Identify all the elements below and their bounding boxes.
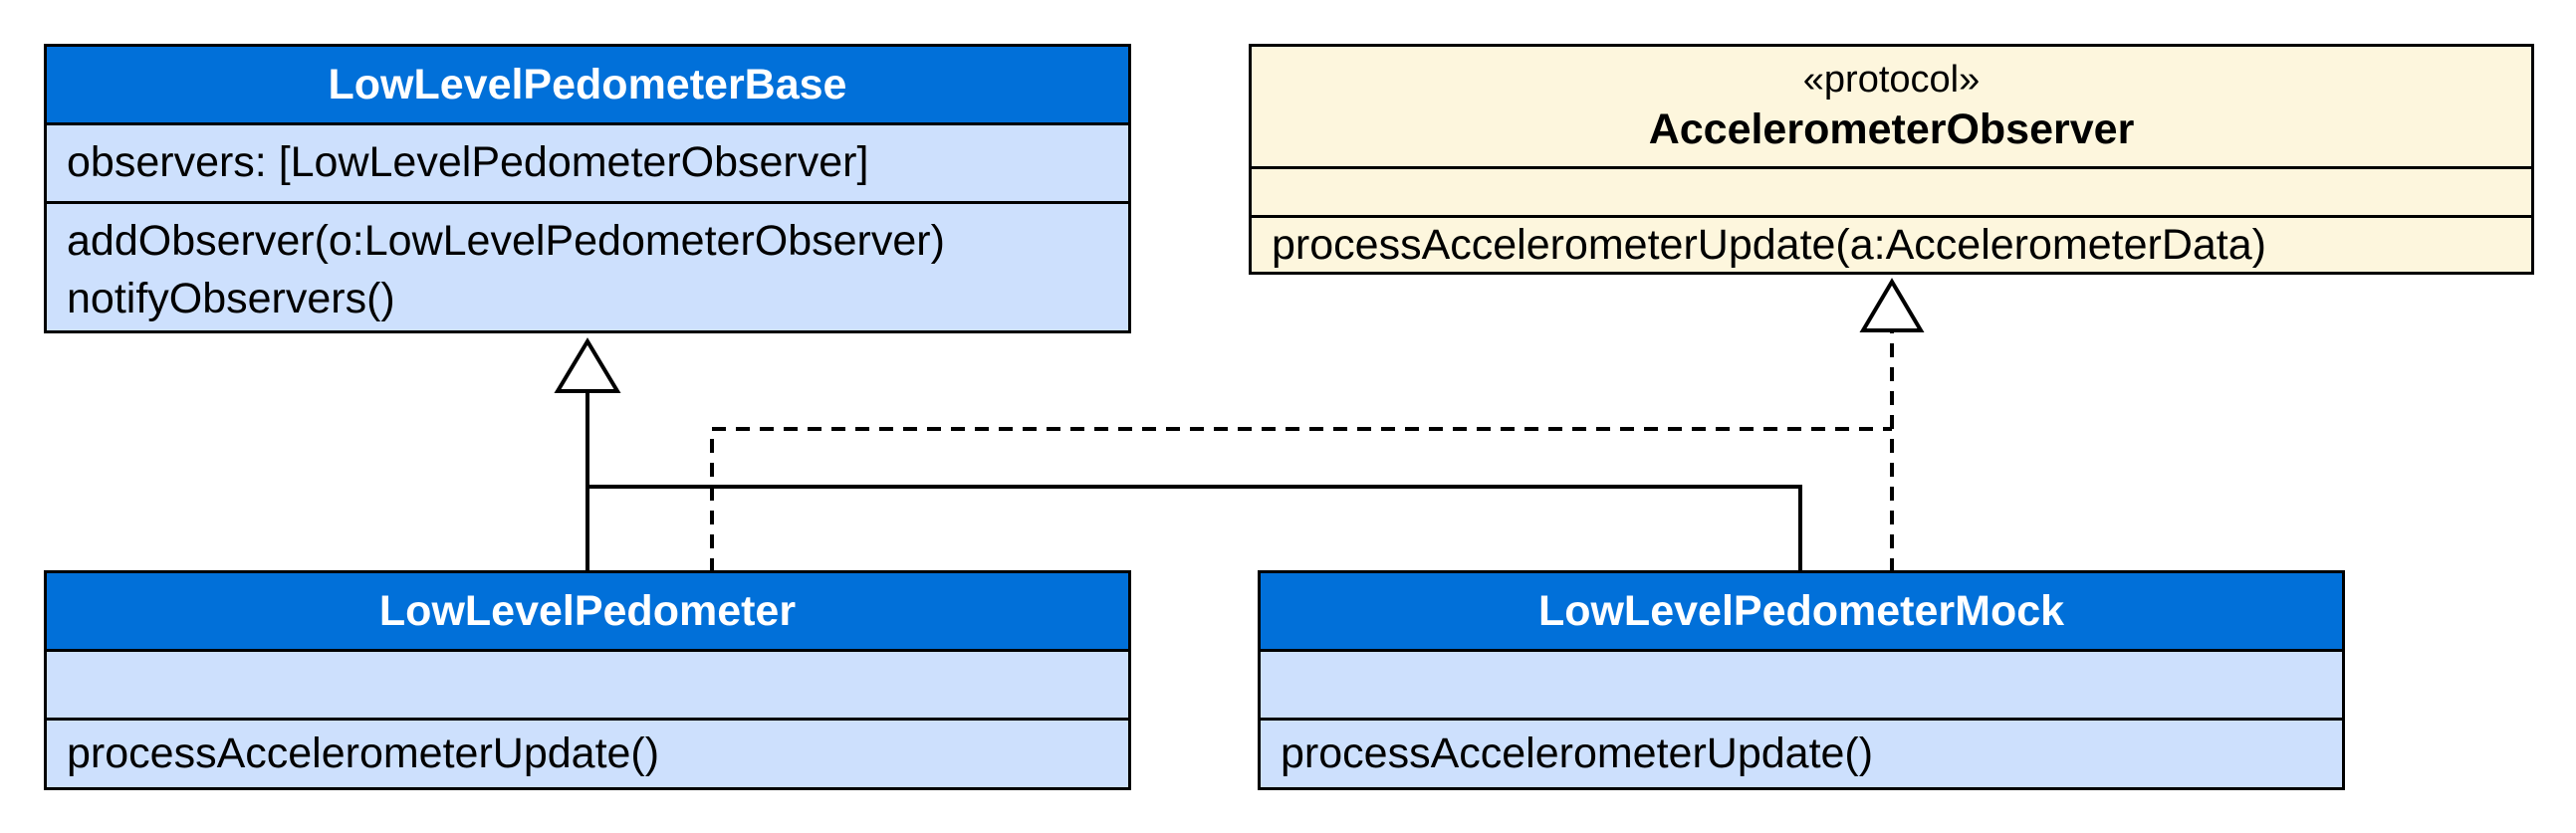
methods-compartment: processAccelerometerUpdate() xyxy=(1261,718,2342,787)
class-name: LowLevelPedometer xyxy=(47,573,1128,649)
generalization-pedometer-to-base xyxy=(554,337,621,572)
stereotype-label: «protocol» xyxy=(1802,58,1981,101)
class-low-level-pedometer-mock[interactable]: LowLevelPedometerMock processAcceleromet… xyxy=(1258,570,2345,790)
generalization-mock-to-base xyxy=(587,485,1802,572)
class-low-level-pedometer-base[interactable]: LowLevelPedometerBase observers: [LowLev… xyxy=(44,44,1131,333)
attribute: observers: [LowLevelPedometerObserver] xyxy=(67,138,869,186)
methods-compartment: processAccelerometerUpdate(a:Acceleromet… xyxy=(1252,215,2531,272)
method: notifyObservers() xyxy=(67,275,395,322)
attributes-compartment: observers: [LowLevelPedometerObserver] xyxy=(47,122,1128,201)
class-low-level-pedometer[interactable]: LowLevelPedometer processAccelerometerUp… xyxy=(44,570,1131,790)
realization-pedometer-to-protocol xyxy=(710,427,1892,572)
methods-compartment: processAccelerometerUpdate() xyxy=(47,718,1128,787)
attributes-compartment xyxy=(1252,165,2531,215)
class-name: LowLevelPedometerMock xyxy=(1261,573,2342,649)
method: processAccelerometerUpdate(a:Acceleromet… xyxy=(1272,221,2266,269)
class-name: LowLevelPedometerBase xyxy=(47,47,1128,122)
protocol-header: «protocol» AccelerometerObserver xyxy=(1252,47,2531,166)
protocol-accelerometer-observer[interactable]: «protocol» AccelerometerObserver process… xyxy=(1249,44,2534,275)
class-name: AccelerometerObserver xyxy=(1648,104,2135,153)
realization-mock-to-protocol xyxy=(1859,278,1925,572)
method: addObserver(o:LowLevelPedometerObserver) xyxy=(67,217,945,265)
attributes-compartment xyxy=(1261,649,2342,718)
method: processAccelerometerUpdate() xyxy=(67,729,660,777)
methods-compartment: addObserver(o:LowLevelPedometerObserver)… xyxy=(47,201,1128,330)
attributes-compartment xyxy=(47,649,1128,718)
method: processAccelerometerUpdate() xyxy=(1281,729,1874,777)
